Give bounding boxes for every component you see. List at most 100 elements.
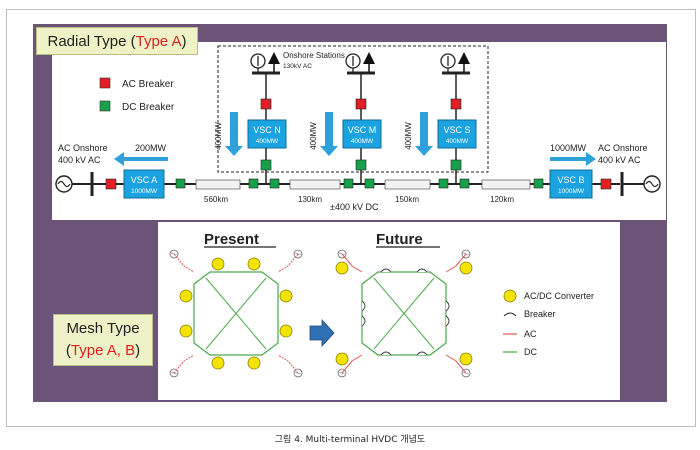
vsc-b-label: VSC B — [557, 175, 584, 185]
legend-breaker-label: Breaker — [524, 309, 556, 319]
station-m-vsc-rating: 400MW — [351, 138, 374, 145]
dc-breaker — [269, 178, 280, 189]
cable-section-2 — [289, 179, 341, 190]
right-flow-label: 1000MW — [550, 143, 587, 153]
ac-line — [445, 253, 467, 273]
radial-title: Radial Type (Type A) — [36, 27, 198, 55]
mesh-title-line1: Mesh Type — [66, 320, 140, 337]
converter-node — [247, 356, 261, 370]
right-ac-breaker — [600, 178, 612, 190]
converter-node — [279, 324, 293, 338]
station-m-dc-breaker — [355, 159, 367, 171]
station-s-flow-label: 400MW — [404, 122, 413, 150]
converter-node — [459, 352, 473, 366]
vsc-b-box — [549, 169, 593, 199]
distance-label-2: 130km — [298, 195, 322, 204]
left-flow-arrow — [114, 152, 168, 166]
converter-node — [247, 257, 261, 271]
mesh-title-prefix: ( — [65, 342, 71, 359]
station-s-ac-breaker — [450, 98, 462, 110]
legend-converter-swatch — [503, 289, 517, 303]
ac-line — [445, 354, 467, 374]
onshore-stations-box — [217, 45, 489, 173]
station-m-flow-label: 400MW — [309, 122, 318, 150]
future-network — [335, 249, 473, 378]
vsc-b-rating: 1000MW — [558, 188, 585, 195]
left-onshore-label: AC Onshore — [58, 143, 108, 153]
station-n-ac-breaker — [260, 98, 272, 110]
legend-converter-label: AC/DC Converter — [524, 291, 594, 301]
breaker-icon — [380, 351, 392, 356]
ac-line — [277, 253, 299, 273]
breaker-icon — [445, 315, 450, 327]
legend-dc-label: DC — [524, 347, 537, 357]
dc-breaker — [175, 178, 186, 189]
station-m-vsc-box — [342, 119, 382, 149]
legend-ac-label: AC — [524, 329, 537, 339]
distance-label-1: 560km — [204, 195, 228, 204]
breaker-icon — [380, 268, 392, 273]
bus-dc-breakers — [175, 178, 544, 189]
radial-title-prefix: Radial Type ( — [47, 32, 136, 50]
station-n-flow-label: 400MW — [214, 122, 223, 150]
mesh-panel — [158, 222, 620, 400]
converter-node — [279, 289, 293, 303]
left-ac-wave-icon — [57, 180, 71, 188]
station-m-vsc-label: VSC M — [348, 125, 377, 135]
right-ac-wave-icon — [645, 180, 659, 188]
left-onshore-voltage: 400 kV AC — [58, 155, 101, 165]
station-n-dc-breaker — [260, 159, 272, 171]
future-label: Future — [376, 231, 423, 248]
breaker-icon — [445, 300, 450, 312]
station-m-flow-arrow — [320, 112, 338, 156]
left-ac-breaker — [105, 178, 117, 190]
converter-node — [211, 356, 225, 370]
legend-breaker-icon — [503, 312, 517, 317]
dc-breaker — [533, 178, 544, 189]
converter-node — [335, 261, 349, 275]
station-s-vsc-label: VSC S — [443, 125, 470, 135]
mesh-title-line2: (Type A, B) — [66, 340, 140, 362]
ac-line — [341, 354, 363, 374]
breaker-icon — [361, 300, 366, 312]
legend-ac-breaker-label: AC Breaker — [122, 79, 174, 90]
breaker-icon — [361, 315, 366, 327]
dc-breaker — [364, 178, 375, 189]
ac-line — [277, 354, 299, 374]
station-n-flow-arrow — [225, 112, 243, 156]
converter-node — [211, 257, 225, 271]
ac-line — [341, 253, 363, 273]
distance-label-3: 150km — [395, 195, 419, 204]
distance-label-4: 120km — [490, 195, 514, 204]
legend-ac-breaker-swatch — [99, 77, 111, 89]
offshore-stations: VSC N 400MW 400MW VSC M 400MW 400MW VSC S 400MW… — [214, 52, 477, 184]
station-s-vsc-rating: 400MW — [446, 138, 469, 145]
ac-line — [173, 354, 195, 374]
cable-section-1 — [195, 179, 241, 190]
station-n-vsc-rating: 400MW — [256, 138, 279, 145]
present-network — [169, 249, 303, 378]
vsc-a-rating: 1000MW — [131, 188, 158, 195]
mesh-title: Mesh Type (Type A, B) — [53, 314, 153, 366]
left-flow-label: 200MW — [135, 143, 167, 153]
cable-section-4 — [481, 179, 531, 190]
legend-dc-breaker-label: DC Breaker — [122, 102, 175, 113]
onshore-stations-label: Onshore Stations — [283, 51, 345, 60]
mesh-title-type: Type A, B — [70, 342, 136, 359]
present-label: Present — [204, 231, 259, 248]
dc-breaker — [459, 178, 470, 189]
radial-title-suffix: ) — [181, 32, 187, 50]
dc-breaker — [248, 178, 259, 189]
ac-line — [173, 253, 195, 273]
station-s-vsc-box — [437, 119, 477, 149]
vsc-a-label: VSC A — [131, 175, 158, 185]
station-n-vsc-label: VSC N — [253, 125, 281, 135]
present-to-future-arrow — [309, 318, 335, 348]
station-m-ac-breaker — [355, 98, 367, 110]
station-n-vsc-box — [247, 119, 287, 149]
right-flow-arrow — [550, 152, 596, 166]
vsc-a-box — [123, 169, 165, 199]
dc-voltage-label: ±400 kV DC — [330, 202, 379, 212]
breaker-icon — [416, 268, 428, 273]
cable-section-3 — [384, 179, 431, 190]
